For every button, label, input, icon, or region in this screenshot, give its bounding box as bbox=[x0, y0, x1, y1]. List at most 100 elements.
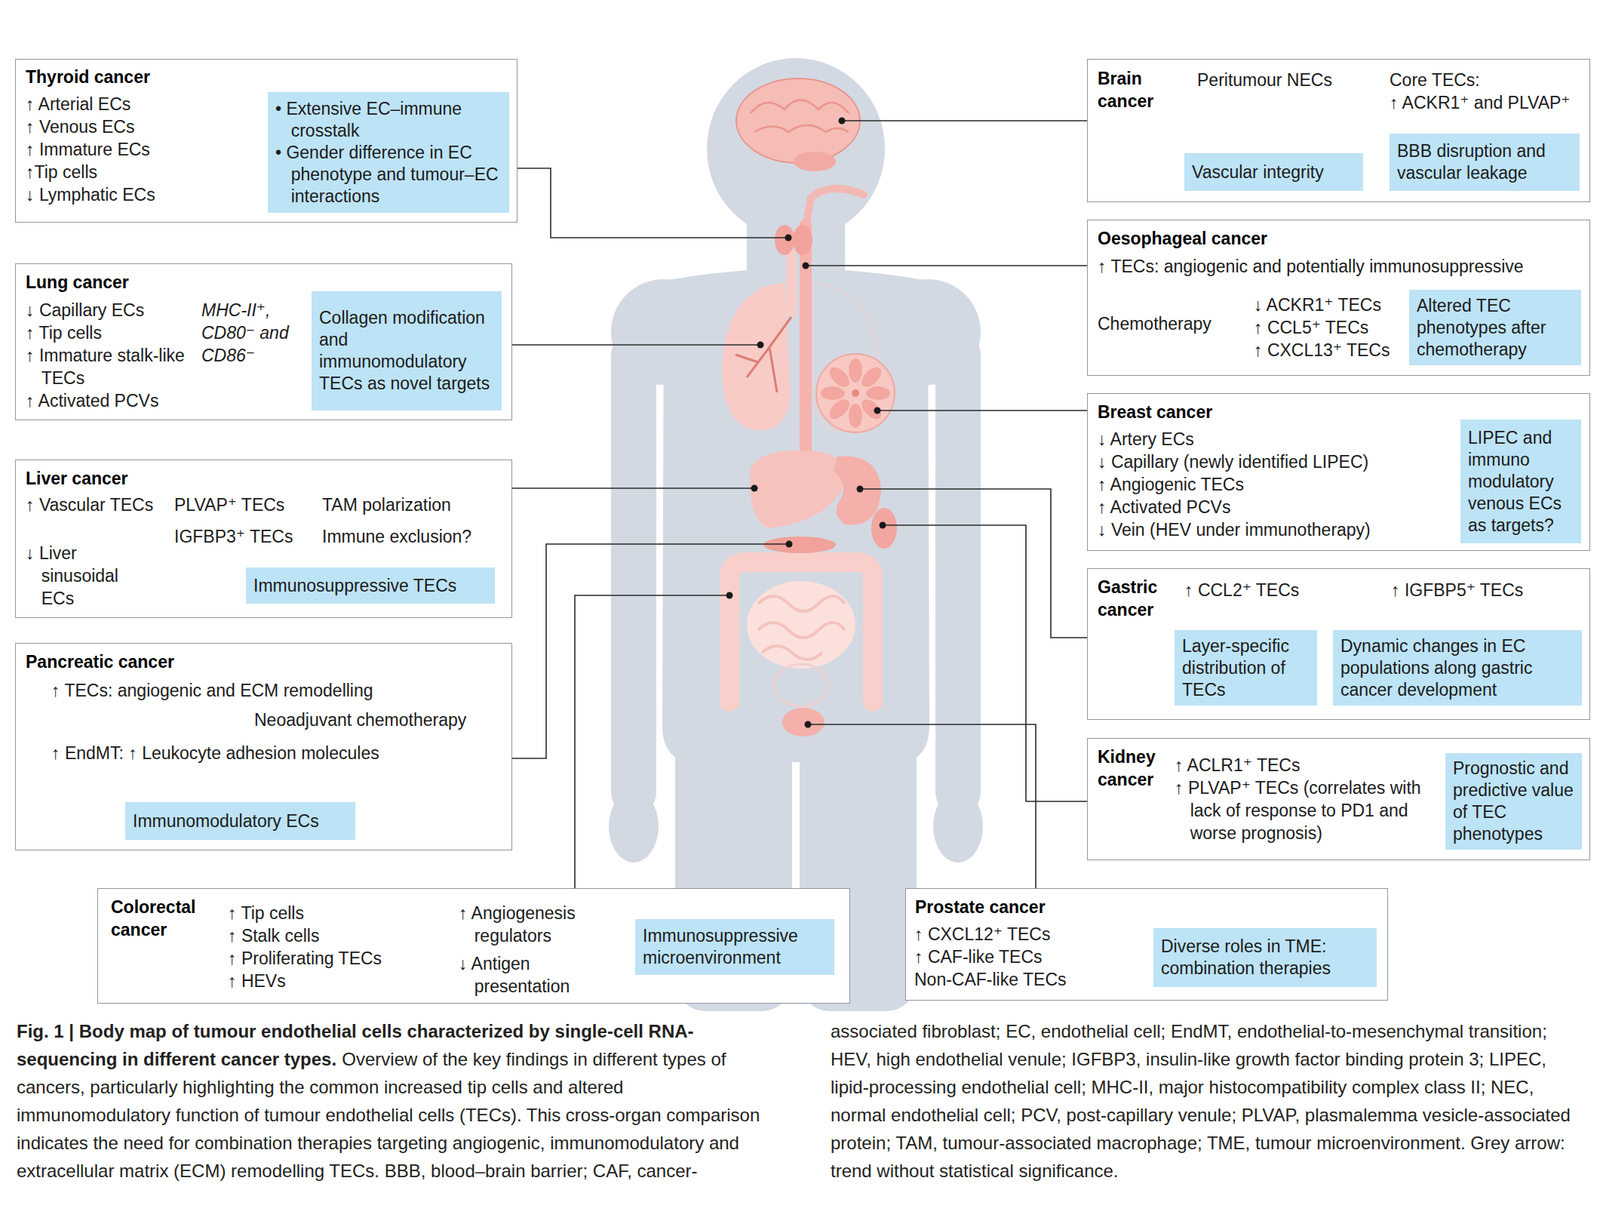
panel-heading: Prostate cancer bbox=[915, 895, 1046, 919]
finding-text: ↑ IGFBP5⁺ TECs bbox=[1391, 578, 1524, 602]
cancer-panel: Colorectal cancer↑ Tip cells↑ Stalk cell… bbox=[97, 887, 851, 1004]
panel-heading: Brain cancer bbox=[1097, 67, 1181, 113]
cancer-panel: Breast cancer↓ Artery ECs↓ Capillary (ne… bbox=[1087, 393, 1591, 551]
finding-text: ↓ Lymphatic ECs bbox=[25, 183, 156, 206]
finding-box: • Extensive EC–immune crosstalk• Gender … bbox=[267, 92, 510, 213]
leader-dot bbox=[786, 540, 793, 548]
leader-dot bbox=[838, 117, 846, 125]
leader-line bbox=[882, 525, 1088, 802]
lobe bbox=[858, 363, 885, 391]
leader-dot bbox=[802, 262, 810, 270]
leader-line bbox=[574, 595, 730, 888]
finding-text: Non-CAF-like TECs bbox=[914, 967, 1067, 991]
head bbox=[706, 58, 885, 240]
finding-text: ↑ HEVs bbox=[227, 969, 286, 992]
finding-text: ↓ ACKR1⁺ TECs bbox=[1253, 293, 1382, 317]
lobe bbox=[866, 386, 891, 400]
panel-heading: Liver cancer bbox=[25, 466, 129, 490]
nipple bbox=[851, 389, 860, 397]
cancer-panel: Oesophageal cancer↑ TECs: angiogenic and… bbox=[1087, 219, 1591, 376]
finding-box: Collagen modification and immunomodulato… bbox=[311, 291, 502, 411]
finding-text: ↑ Stalk cells bbox=[227, 924, 320, 947]
panel-heading: Breast cancer bbox=[1097, 400, 1213, 424]
kidney bbox=[871, 507, 897, 549]
cerebellum bbox=[793, 151, 836, 172]
panel-heading: Thyroid cancer bbox=[25, 65, 151, 89]
figure-caption: Overview of the key findings in differen… bbox=[16, 1020, 1571, 1181]
brain-gyri bbox=[750, 100, 849, 133]
finding-text: Collagen modification and immunomodulato… bbox=[319, 307, 495, 395]
finding-box: Vascular integrity bbox=[1184, 153, 1364, 191]
finding-box: Layer-specific distribution of TECs bbox=[1174, 629, 1318, 706]
finding-box: Prognostic and predictive value of TEC p… bbox=[1445, 752, 1582, 850]
leader-line bbox=[877, 409, 1088, 412]
leader-line bbox=[841, 119, 1088, 122]
lung bbox=[721, 282, 791, 430]
brain bbox=[736, 78, 860, 163]
finding-text: ↑ Arterial ECs bbox=[25, 92, 131, 116]
finding-text: ↑ Immature ECs bbox=[25, 138, 151, 161]
finding-text: ↑ Venous ECs bbox=[25, 115, 135, 139]
finding-box: LIPEC and immuno modulatory venous ECs a… bbox=[1460, 419, 1582, 544]
intestine-loops bbox=[758, 595, 845, 660]
finding-text: ↑ Proliferating TECs bbox=[227, 946, 382, 970]
finding-text: ↑ ACLR1⁺ TECs bbox=[1174, 753, 1300, 777]
finding-text: PLVAP⁺ TECs bbox=[174, 493, 285, 516]
panel-heading: Pancreatic cancer bbox=[25, 650, 175, 673]
leader-dot bbox=[785, 234, 793, 242]
finding-text: TAM polarization bbox=[322, 493, 452, 516]
finding-text: Layer-specific distribution of TECs bbox=[1182, 635, 1310, 701]
finding-text: ↑ Tip cells bbox=[25, 321, 102, 344]
liver bbox=[749, 450, 845, 529]
finding-text: ↓ Vein (HEV under immunotherapy) bbox=[1097, 518, 1371, 541]
leader-dot bbox=[804, 721, 812, 728]
cancer-panel: Thyroid cancer ↑ Arterial ECs↑ Venous ECs… bbox=[15, 58, 518, 223]
finding-text: • Gender difference in EC phenotype and … bbox=[275, 141, 502, 208]
finding-text: Immunomodulatory ECs bbox=[132, 810, 348, 833]
lobe bbox=[820, 386, 845, 400]
finding-text: ↑ TECs: angiogenic and potentially immun… bbox=[1097, 254, 1524, 278]
finding-text: ↑ ACKR1⁺ and PLVAP⁺ bbox=[1389, 91, 1571, 114]
leader-dot bbox=[856, 485, 864, 493]
finding-text: Immunosuppressive microenvironment bbox=[642, 924, 827, 969]
finding-text: Immune exclusion? bbox=[322, 525, 472, 548]
finding-box: Immunosuppressive microenvironment bbox=[635, 918, 835, 975]
leader-lines bbox=[512, 120, 1088, 888]
finding-text: Chemotherapy bbox=[1097, 312, 1212, 335]
finding-text: ↑ Activated PCVs bbox=[1097, 495, 1231, 519]
leader-dot bbox=[874, 407, 882, 415]
pharynx bbox=[805, 188, 864, 227]
lobe bbox=[848, 403, 863, 428]
leader-line bbox=[512, 343, 761, 346]
finding-text: • Extensive EC–immune crosstalk bbox=[275, 98, 502, 142]
lobe bbox=[826, 396, 853, 423]
finding-text: ↓ Artery ECs bbox=[1097, 427, 1195, 451]
cancer-panel: Liver cancer↑ Vascular TECs↓ Liver sinus… bbox=[15, 459, 513, 618]
finding-box: Immunomodulatory ECs bbox=[125, 801, 356, 840]
finding-text: Peritumour NECs bbox=[1197, 68, 1333, 92]
leader-dot bbox=[726, 592, 734, 599]
finding-text: ↑ EndMT: ↑ Leukocyte adhesion molecules bbox=[51, 741, 380, 765]
arm bbox=[935, 331, 981, 815]
panel-heading: Gastric cancer bbox=[1097, 575, 1185, 621]
finding-text: ↑ CCL5⁺ TECs bbox=[1253, 316, 1369, 339]
panel-heading: Lung cancer bbox=[25, 270, 129, 294]
leader-dots bbox=[726, 117, 887, 728]
finding-box: BBB disruption and vascular leakage bbox=[1389, 133, 1580, 191]
leader-line bbox=[512, 543, 790, 759]
small-intestine bbox=[746, 580, 856, 669]
finding-text: ↓ Liver sinusoidal ECs bbox=[25, 541, 148, 610]
cancer-panel: Pancreatic cancer↑ TECs: angiogenic and … bbox=[15, 642, 513, 851]
leader-line bbox=[805, 264, 1088, 267]
lobe bbox=[858, 396, 885, 423]
finding-text: ↑ Tip cells bbox=[227, 901, 305, 925]
lobe bbox=[826, 363, 853, 391]
finding-text: ↓ Antigen presentation bbox=[458, 952, 618, 998]
leader-line bbox=[859, 488, 1088, 638]
leader-dot bbox=[757, 341, 765, 349]
finding-text: ↑ Angiogenesis regulators bbox=[458, 901, 626, 947]
finding-text: IGFBP3⁺ TECs bbox=[174, 525, 293, 548]
finding-box: Dynamic changes in EC populations along … bbox=[1332, 629, 1582, 706]
finding-text: Dynamic changes in EC populations along … bbox=[1340, 635, 1575, 701]
oesophagus bbox=[799, 218, 812, 461]
